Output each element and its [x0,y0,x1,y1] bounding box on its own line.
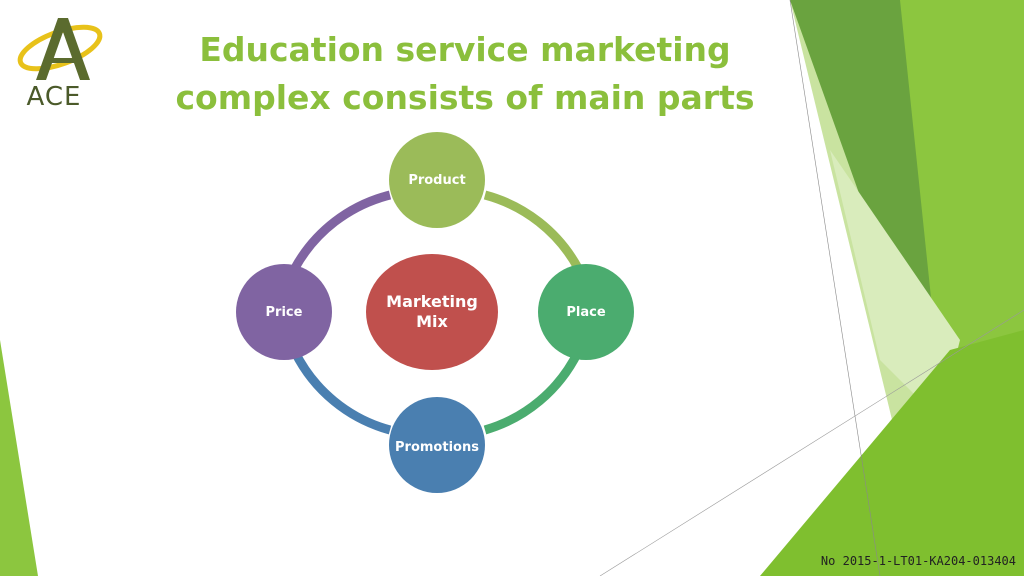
bottom-right-facet [760,330,1024,576]
thin-line-1 [789,0,881,576]
node-promotions-label: Promotions [395,439,479,455]
node-product [389,132,485,228]
logo-text: ACE [26,82,82,112]
node-promotions [389,397,485,493]
arc-place-promotions [483,349,583,435]
node-price-label: Price [265,304,303,320]
node-marketing-mix [366,254,498,370]
left-accent [0,340,38,576]
title-line-2: complex consists of main parts [175,78,755,117]
node-product-label: Product [408,172,466,188]
node-place [538,264,634,360]
center-label-line-1: Marketing [386,292,478,311]
right-facet-pale [830,150,960,420]
thin-line-2 [599,309,1024,576]
marketing-mix-diagram: Product Place Promotions Price Marketing… [220,130,660,500]
node-price [236,264,332,360]
arc-promotions-price [290,349,392,435]
node-place-label: Place [566,304,606,320]
diagram-arcs [236,132,634,493]
arc-product-place [483,190,582,271]
logo-a-mark [36,18,90,80]
center-label: Marketing Mix [366,282,498,342]
ace-logo [17,18,103,80]
title-line-1: Education service marketing [199,30,731,69]
slide-title: Education service marketing complex cons… [160,26,770,122]
center-label-line-2: Mix [416,312,448,331]
logo-a-bar [46,58,74,63]
arc-price-product [291,190,392,271]
project-code: No 2015-1-LT01-KA204-013404 [820,554,1016,568]
